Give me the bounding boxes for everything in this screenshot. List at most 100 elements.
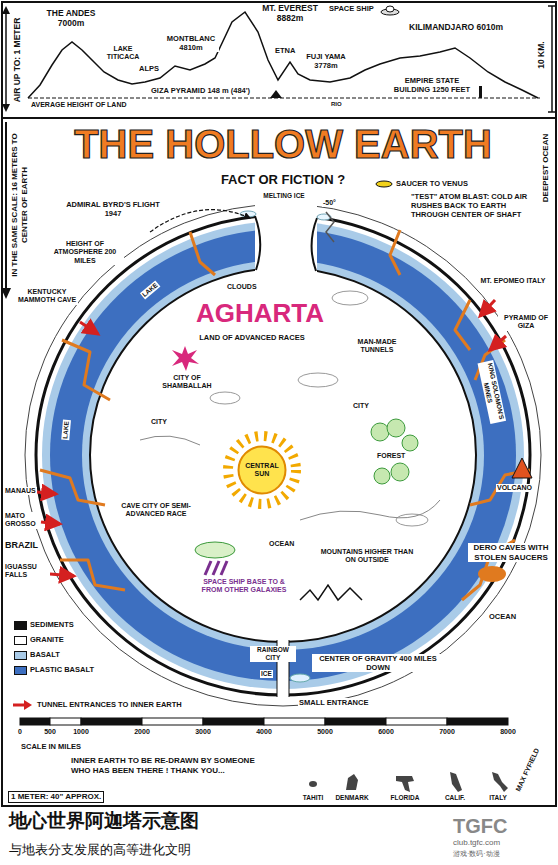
byrd-flight-path: [150, 210, 250, 232]
scale-segment: [20, 718, 50, 725]
callout-label: IGUASSU FALLS: [4, 563, 50, 580]
callout-label: EMPIRE STATE BUILDING 1250 FEET: [385, 76, 479, 94]
forest-blob: [374, 468, 390, 484]
scale-number: 2000: [133, 728, 151, 736]
entrance-arrow: [480, 300, 495, 316]
atom-blast-lines: [326, 212, 334, 242]
venus-saucer: [376, 181, 392, 187]
callout-label: ITALY: [488, 794, 508, 802]
base-stripe: [213, 561, 219, 575]
node-text: CENTRAL SUN: [244, 462, 280, 479]
legend-arrow-head: [24, 700, 32, 710]
callout-label: SMALL ENTRANCE: [298, 698, 369, 707]
km-tick-top: [548, 5, 556, 7]
entrance-arrow: [490, 336, 506, 350]
sun-rays: [228, 436, 296, 504]
region-name: AGHARTA: [195, 298, 325, 329]
callout-label: MOUNTAINS HIGHER THAN ON OUTSIDE: [318, 548, 416, 565]
forest-blob: [387, 419, 405, 437]
base-stripe: [205, 561, 211, 575]
legend-text: PLASTIC BASALT: [29, 665, 95, 674]
callout-label: LAKE: [140, 281, 160, 300]
callout-label: MANAUS: [4, 487, 37, 495]
atmosphere-line: [25, 204, 541, 706]
callout-label: FLORIDA: [390, 794, 421, 802]
panel-divider: [2, 117, 556, 119]
building-icon: [479, 86, 482, 98]
inner-basalt-layer: [82, 260, 484, 650]
legend-text: TUNNEL ENTRANCES TO INNER EARTH: [36, 700, 183, 709]
average-land-line: [28, 98, 540, 99]
caption: 地心世界阿迦塔示意图: [8, 810, 200, 833]
entrance-arrows: [37, 300, 506, 576]
entrance-arrow: [41, 522, 60, 524]
scale-segment: [386, 718, 447, 725]
scale-number: 3000: [194, 728, 212, 736]
south-entrance: [277, 628, 289, 700]
tunnel: [455, 300, 470, 350]
legend-arrow-shaft: [13, 704, 25, 707]
scale-bar: [20, 718, 508, 725]
callout-label: CENTER OF GRAVITY 400 MILES DOWN: [312, 654, 444, 672]
callout-label: LAND OF ADVANCED RACES: [198, 333, 305, 342]
sun-text: CENTRAL SUN: [244, 462, 280, 479]
watermark: club.tgfc.com: [452, 838, 501, 848]
callout-label: KILIMANDJARO 6010m: [408, 22, 504, 32]
depth-arrow-head: [1, 288, 11, 299]
shaft-wall-left: [255, 216, 260, 270]
callout-label: AIR UP TO: 1 METER: [12, 17, 22, 104]
callout-label: TAHITI: [302, 794, 324, 802]
florida-shape: [396, 776, 414, 792]
callout-label: CITY OF SHAMBALLAH: [150, 374, 224, 391]
coastline: [140, 436, 200, 445]
scale-segment: [50, 718, 81, 725]
spaceship-dome: [386, 6, 394, 12]
scale-number: 7000: [438, 728, 456, 736]
note: INNER EARTH TO BE RE-DRAWN BY SOMEONE WH…: [70, 756, 272, 775]
callout-label: CLOUDS: [226, 283, 258, 291]
callout-label: MT. EPOMEO ITALY: [476, 277, 550, 285]
legend-text: GRANITE: [29, 635, 65, 644]
callout-label: LAKE: [61, 420, 70, 440]
callout-label: MELTING ICE: [260, 192, 308, 200]
km-scale-line: [551, 6, 553, 112]
scale-segment: [81, 718, 142, 725]
callout-label: ALPS: [138, 64, 160, 73]
basalt-layer: [42, 221, 524, 689]
callout-label: LAKE TITICACA: [100, 45, 146, 62]
callout-label: ADMIRAL BYRD'S FLIGHT 1947: [62, 200, 164, 218]
callout-label: AVERAGE HEIGHT OF LAND: [30, 101, 128, 109]
callout-label: SPACE SHIP BASE TO & FROM OTHER GALAXIES: [200, 578, 288, 595]
callout-label: IN THE SAME SCALE: 16 METERS TO CENTER O…: [10, 124, 29, 286]
polar-shaft: [255, 200, 317, 272]
legend-swatch: [14, 666, 27, 675]
depth-scale-line: [5, 122, 7, 290]
cloud: [396, 514, 428, 526]
pyramid-icon: [270, 90, 282, 98]
forest: [371, 419, 418, 484]
air-arrow-down: [2, 104, 10, 112]
cloud: [210, 392, 240, 404]
callout-label: PYRAMID OF GIZA: [498, 314, 554, 331]
callout-label: RAINBOW CITY: [250, 646, 296, 662]
tunnel: [190, 232, 215, 275]
entrance-arrow: [37, 492, 56, 494]
callout-label: "TEST" ATOM BLAST: COLD AIR RUSHES BACK …: [410, 192, 530, 219]
california-shape: [450, 772, 462, 792]
green-cloud: [195, 542, 235, 558]
callout-label: MT. EVEREST 8882m: [256, 3, 324, 23]
km-tick-bottom: [548, 111, 556, 113]
callout-label: KING SOLOMON'S MINES: [478, 360, 506, 424]
callout-label: SAUCER TO VENUS: [395, 179, 469, 188]
scale-number: 8000: [499, 728, 517, 736]
scale-number: 5000: [316, 728, 334, 736]
country-silhouettes: [309, 772, 508, 792]
watermark: 游戏·数码·动漫: [452, 850, 501, 858]
scale-segment: [447, 718, 508, 725]
callout-label: MONTBLANC 4810m: [163, 34, 219, 52]
scale-segment: [325, 718, 386, 725]
ice-patch: [290, 674, 310, 682]
legend-swatch: [14, 651, 27, 660]
signature: MAX FYFIELD: [514, 746, 542, 794]
dero-caves: [478, 566, 506, 582]
